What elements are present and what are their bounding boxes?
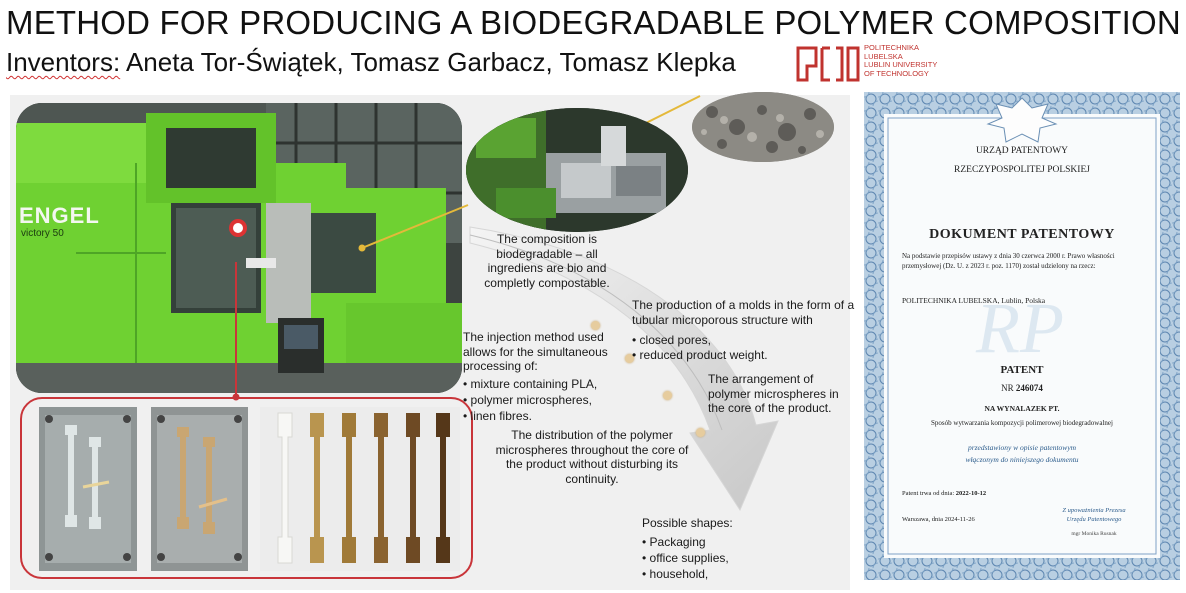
injection-intro: The injection method used allows for the…: [463, 330, 608, 373]
injection-bullet-2: • polymer microspheres,: [463, 393, 592, 407]
patent-invention-label: NA WYNALAZEK PT.: [984, 404, 1060, 413]
patent-presented-line2: włączonym do niniejszego dokumentu: [965, 455, 1079, 464]
shapes-bullet-1: • Packaging: [642, 535, 706, 549]
page-title: METHOD FOR PRODUCING A BIODEGRADABLE POL…: [6, 4, 1181, 41]
patent-certificate: RP URZĄD PATENTOWY RZECZYPOSPOLITEJ POLS…: [864, 92, 1180, 580]
patent-word: PATENT: [1000, 364, 1044, 376]
arrow-dot-1: [591, 321, 600, 330]
inventors-label: Inventors:: [6, 47, 121, 77]
distribution-text: The distribution of the polymer microsph…: [495, 428, 689, 486]
composition-text: The composition is biodegradable – all i…: [484, 232, 610, 290]
inventors-line: Inventors: Aneta Tor-Świątek, Tomasz Gar…: [6, 47, 736, 78]
patent-signature-block: Z upoważnienia Prezesa Urzędu Patentoweg…: [1062, 507, 1126, 537]
shapes-bullet-2: • office supplies,: [642, 551, 729, 565]
production-intro: The production of a molds in the form of…: [632, 298, 855, 327]
machine-model: victory 50: [21, 228, 64, 239]
patent-validity: Patent trwa od dnia: 2022-10-12: [902, 490, 987, 497]
production-bullet-1: • closed pores,: [632, 333, 711, 347]
patent-doc-title: DOKUMENT PATENTOWY: [929, 227, 1115, 242]
university-logo-text: POLITECHNIKA LUBELSKA LUBLIN UNIVERSITY …: [864, 43, 938, 78]
arrow-dot-4: [696, 428, 705, 437]
arrow-dot-2: [625, 354, 634, 363]
injection-bullet-1: • mixture containing PLA,: [463, 377, 598, 391]
patent-holder: POLITECHNIKA LUBELSKA, Lublin, Polska: [902, 296, 1046, 305]
process-arrow: [469, 226, 779, 512]
patent-invention-title: Sposób wytwarzania kompozycji polimerowe…: [931, 419, 1113, 427]
mold-closeup-photo: [466, 108, 688, 232]
patent-legal-paragraph: Na podstawie przepisów ustawy z dnia 30 …: [902, 252, 1115, 270]
patent-office-line2: RZECZYPOSPOLITEJ POLSKIEJ: [954, 165, 1090, 175]
shapes-bullet-3: • household,: [642, 567, 709, 581]
arrow-dot-3: [663, 391, 672, 400]
patent-office-line1: URZĄD PATENTOWY: [975, 146, 1069, 156]
patent-place-date: Warszawa, dnia 2024-11-26: [902, 516, 975, 523]
university-logo: POLITECHNIKA LUBELSKA LUBLIN UNIVERSITY …: [796, 43, 956, 84]
patent-presented-line1: przedstawiony w opisie patentowym: [967, 443, 1077, 452]
patent-nr-label: NR: [1001, 383, 1014, 393]
mold-photo-2: [151, 407, 248, 571]
production-bullet-2: • reduced product weight.: [632, 348, 768, 362]
injection-machine-photo: ENGEL victory 50: [16, 103, 462, 393]
mold-photo-1: [39, 407, 137, 571]
patent-number-line: NR 246074: [864, 383, 1180, 393]
sample-bars-photo: [260, 407, 460, 571]
injection-bullet-3: • linen fibres.: [463, 409, 532, 423]
inventors-names: Aneta Tor-Świątek, Tomasz Garbacz, Tomas…: [120, 47, 736, 77]
patent-watermark: RP: [976, 288, 1064, 368]
patent-nr-value: 246074: [1015, 383, 1043, 393]
arrangement-text: The arrangement of polymer microspheres …: [708, 372, 839, 415]
microporous-structure-photo: [692, 92, 834, 162]
machine-brand: ENGEL: [19, 203, 100, 228]
university-logo-mark: [796, 46, 860, 82]
shapes-title: Possible shapes:: [642, 516, 733, 530]
samples-frame: [20, 397, 473, 579]
